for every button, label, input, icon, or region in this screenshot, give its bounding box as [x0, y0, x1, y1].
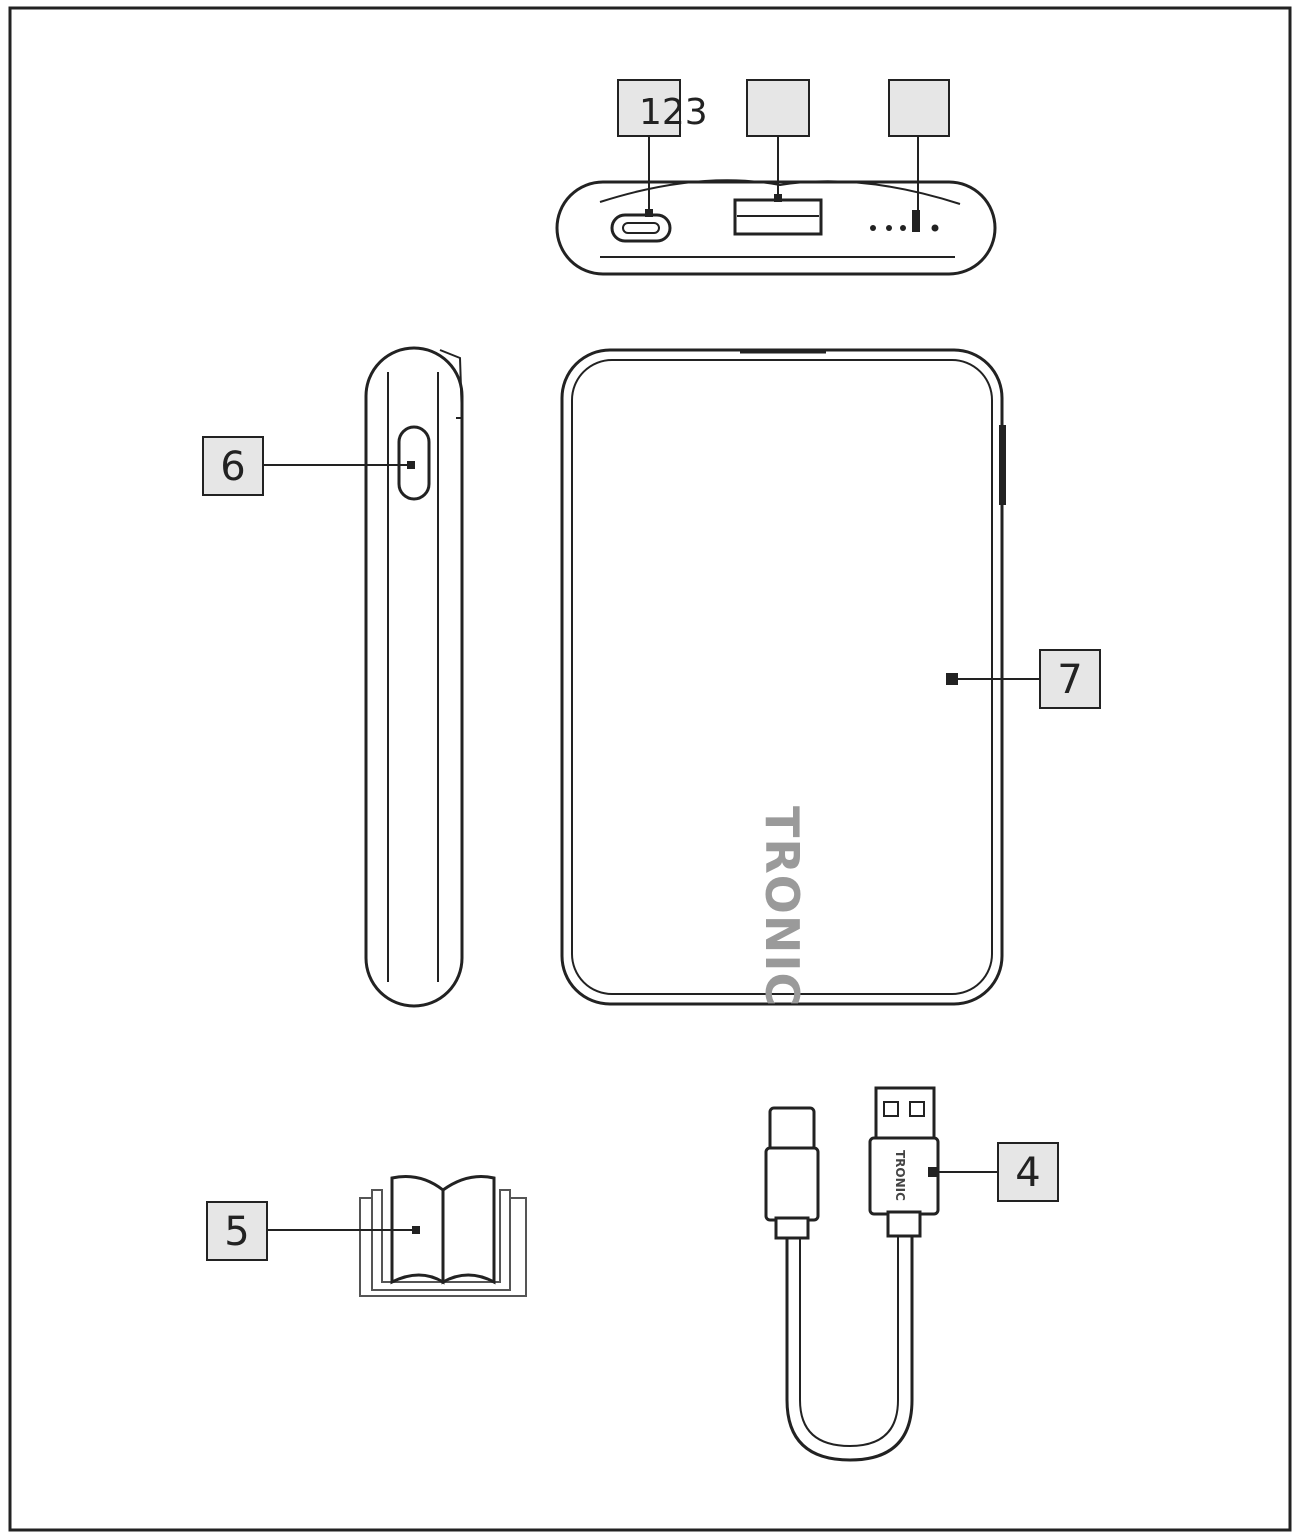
callout-7-label: 7 [1057, 657, 1082, 703]
callout-numbers-1-2-3: 123 [639, 92, 708, 133]
power-bank-top-view [555, 179, 997, 276]
callout-5: 5 [206, 1201, 420, 1261]
callout-1-box [617, 79, 681, 217]
callout-5-label: 5 [224, 1209, 249, 1255]
callout-2-box [746, 79, 810, 202]
callout-3-box [888, 79, 950, 212]
callout-4: 4 [928, 1142, 1059, 1202]
callout-4-label: 4 [1015, 1150, 1040, 1196]
usb-a-connector: TRONIC [868, 1086, 940, 1238]
led-indicators [870, 210, 939, 232]
callout-6-label: 6 [220, 444, 245, 490]
usb-c-connector [764, 1106, 820, 1240]
brand-logo: TRONIC [755, 806, 809, 1007]
usb-c-port [610, 213, 672, 243]
figure-frame [8, 6, 1292, 1532]
cable-brand-logo: TRONIC [893, 1150, 907, 1201]
callout-6: 6 [202, 436, 415, 496]
manual-book-icon [359, 1175, 527, 1297]
power-bank-front-view: TRONIC [560, 348, 1006, 1007]
power-bank-side-view [364, 346, 464, 1008]
callout-7: 7 [946, 649, 1101, 709]
usb-cable: TRONIC [764, 1086, 940, 1462]
